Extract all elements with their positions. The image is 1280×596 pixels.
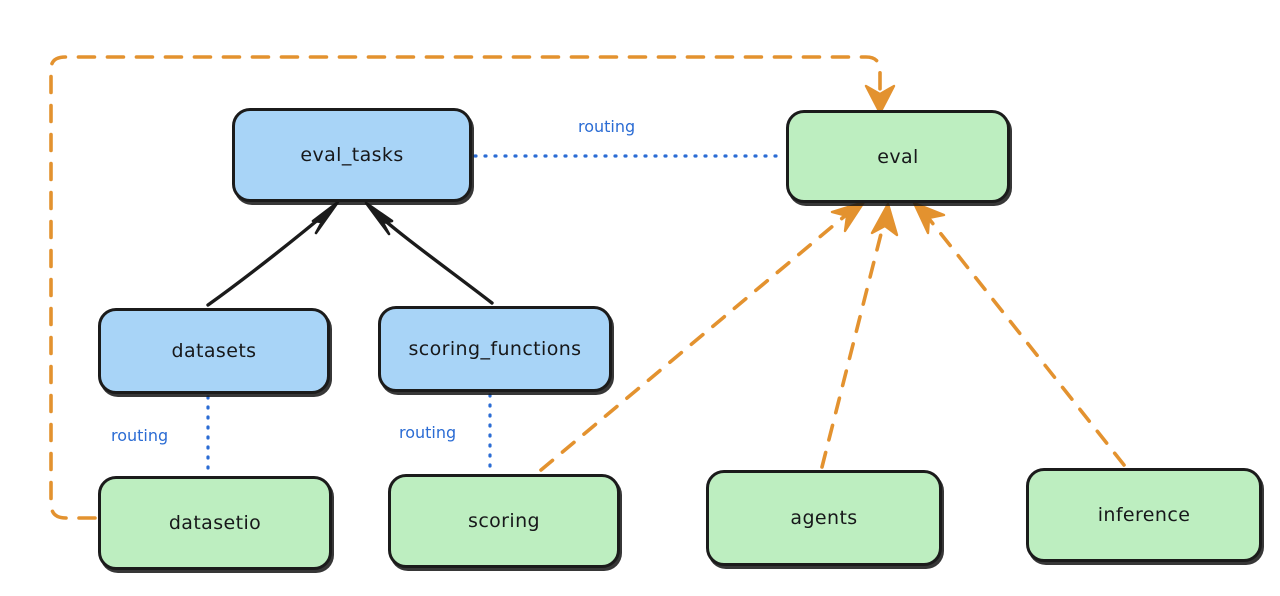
edge-inference-to-eval	[912, 201, 1126, 467]
node-label: inference	[1097, 504, 1191, 526]
edge-label-routing-scoring-functions-scoring: routing	[399, 423, 457, 442]
node-label: scoring	[468, 510, 540, 532]
node-eval[interactable]: eval	[786, 110, 1010, 203]
node-label: agents	[790, 507, 858, 529]
edge-label-routing-datasets-datasetio: routing	[111, 426, 169, 445]
node-datasetio[interactable]: datasetio	[98, 476, 332, 570]
node-label: datasets	[171, 340, 257, 362]
edge-agents-to-eval	[820, 202, 899, 469]
node-agents[interactable]: agents	[706, 470, 942, 566]
edge-datasets-to-eval-tasks	[206, 200, 340, 307]
node-label: eval	[877, 145, 919, 168]
node-eval-tasks[interactable]: eval_tasks	[232, 108, 472, 202]
node-scoring-functions[interactable]: scoring_functions	[378, 306, 612, 392]
edge-datasetio-to-eval	[49, 55, 896, 520]
node-label: eval_tasks	[300, 144, 404, 166]
node-scoring[interactable]: scoring	[388, 474, 620, 568]
node-label: scoring_functions	[408, 338, 582, 360]
edge-scoring-functions-to-eval-tasks	[364, 201, 494, 305]
edge-label-routing-eval-tasks-eval: routing	[578, 117, 636, 136]
node-datasets[interactable]: datasets	[98, 308, 330, 394]
node-inference[interactable]: inference	[1026, 468, 1262, 562]
node-label: datasetio	[168, 512, 262, 534]
